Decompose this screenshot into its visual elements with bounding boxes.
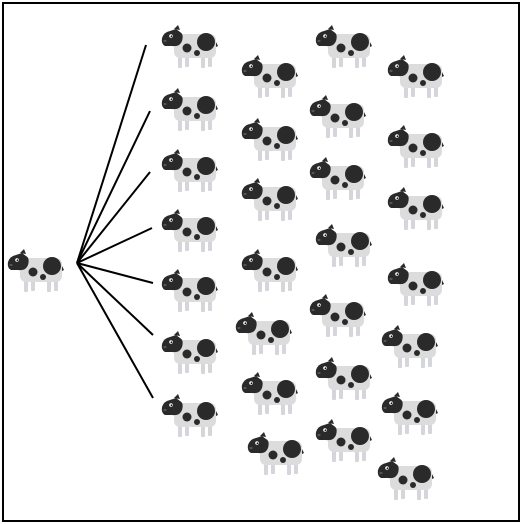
offspring-cow-icon: [309, 95, 366, 138]
cow-herd: [7, 25, 444, 500]
offspring-cow-icon: [315, 224, 372, 267]
offspring-cow-icon: [377, 457, 434, 500]
branch-line: [76, 44, 147, 264]
offspring-cow-icon: [315, 357, 372, 400]
offspring-cow-icon: [309, 157, 366, 200]
offspring-cow-icon: [161, 394, 218, 437]
offspring-cow-icon: [161, 88, 218, 131]
offspring-cow-icon: [241, 372, 298, 415]
branch-line: [76, 262, 154, 399]
source-cow-icon: [7, 249, 65, 292]
offspring-cow-icon: [161, 269, 218, 312]
offspring-cow-icon: [387, 55, 444, 98]
offspring-cow-icon: [241, 249, 298, 292]
offspring-cow-icon: [161, 331, 218, 374]
offspring-cow-icon: [309, 294, 366, 337]
branch-line: [76, 171, 151, 264]
offspring-cow-icon: [315, 419, 372, 462]
offspring-cow-icon: [381, 392, 438, 435]
offspring-cow-icon: [241, 55, 298, 98]
branch-line: [76, 262, 154, 336]
branch-line: [76, 262, 154, 284]
offspring-cow-icon: [387, 187, 444, 230]
offspring-cow-icon: [315, 25, 372, 68]
offspring-cow-icon: [235, 312, 292, 355]
offspring-cow-icon: [387, 263, 444, 306]
offspring-cow-icon: [161, 149, 218, 192]
offspring-cow-icon: [161, 209, 218, 252]
branch-lines: [76, 44, 154, 399]
offspring-cow-icon: [241, 178, 298, 221]
offspring-cow-icon: [161, 25, 218, 68]
offspring-cow-icon: [387, 125, 444, 168]
branch-line: [76, 110, 151, 264]
offspring-cow-icon: [381, 325, 438, 368]
offspring-cow-icon: [241, 118, 298, 161]
branch-line: [76, 227, 153, 264]
offspring-cow-icon: [247, 432, 304, 475]
